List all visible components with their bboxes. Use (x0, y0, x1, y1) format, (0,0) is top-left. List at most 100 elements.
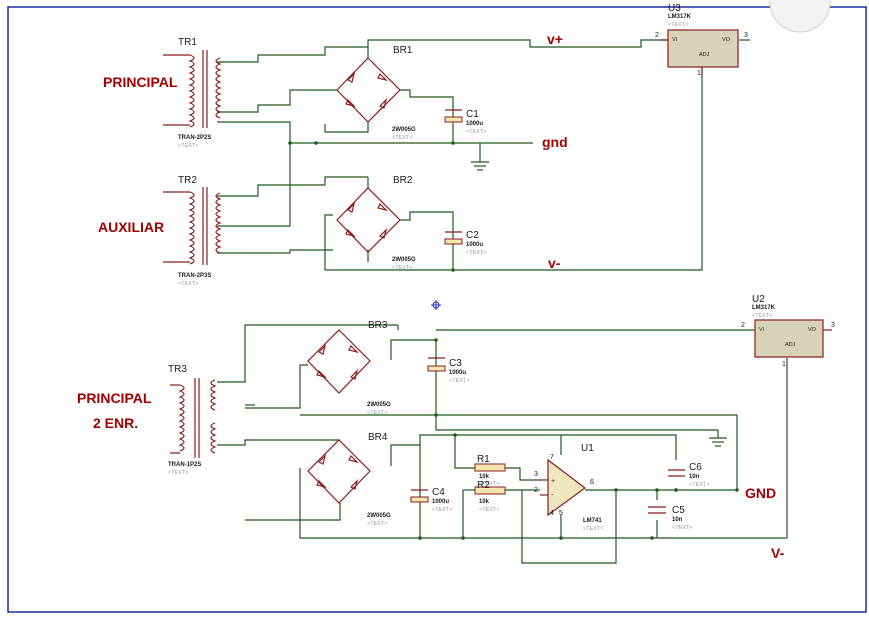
regulator-u2[interactable] (754, 319, 832, 358)
c2-ref: C2 (466, 230, 479, 241)
u3-pin2: 2 (655, 32, 659, 39)
u2-vo: VO (808, 327, 817, 333)
u1-pin2: 2 (534, 487, 538, 494)
c1-text: <TEXT> (466, 129, 486, 135)
u1-pin4: 4 (550, 510, 554, 517)
u1-ref: U1 (581, 443, 594, 454)
net-label-gnd-caps: GND (745, 485, 776, 501)
u2-ref: U2 (752, 294, 765, 305)
regulator-u3[interactable] (660, 29, 739, 75)
r1-text: <TEXT> (479, 481, 499, 487)
c4-value: 1000u (432, 499, 449, 505)
c6-value: 10n (689, 474, 700, 480)
transformer-tr1[interactable] (163, 50, 222, 128)
br3-text: <TEXT> (367, 410, 387, 416)
opamp-u1[interactable] (540, 458, 587, 517)
transformer-tr3[interactable] (170, 378, 217, 458)
u2-pin3: 3 (831, 322, 835, 329)
capacitor-c1[interactable] (444, 109, 463, 123)
c3-value: 1000u (449, 370, 466, 376)
u2-pin1: 1 (782, 361, 786, 368)
c4-ref: C4 (432, 487, 445, 498)
resistor-r2[interactable] (474, 486, 506, 495)
net-label-2enr: 2 ENR. (93, 415, 138, 431)
net-label-vplus: v+ (547, 31, 563, 47)
br2-text: <TEXT> (392, 265, 412, 271)
r1-ref: R1 (477, 454, 490, 465)
c6-text: <TEXT> (689, 482, 709, 488)
br1-value: 2W005G (392, 127, 416, 133)
bridge-br4[interactable] (307, 439, 371, 504)
capacitor-c6[interactable] (668, 469, 685, 477)
net-label-principal-2: PRINCIPAL (77, 390, 152, 406)
tr3-text: <TEXT> (168, 470, 188, 476)
bridge-br2[interactable] (336, 187, 401, 253)
u1-value: LM741 (583, 518, 602, 524)
br3-ref: BR3 (368, 320, 388, 331)
resistor-r1[interactable] (474, 463, 506, 472)
u1-text: <TEXT> (583, 526, 603, 532)
u1-minus: - (551, 492, 554, 499)
br4-ref: BR4 (368, 432, 388, 443)
u3-text: <TEXT> (668, 22, 688, 28)
net-label-vminus: v- (548, 255, 561, 271)
c1-ref: C1 (466, 109, 479, 120)
u1-pin5: 5 (559, 510, 563, 517)
net-label-auxiliar: AUXILIAR (98, 219, 164, 235)
bridge-br1[interactable] (336, 57, 401, 123)
u2-vi: VI (759, 327, 765, 333)
wires (217, 39, 788, 564)
u3-value: LM317K (668, 14, 692, 20)
br3-value: 2W005G (367, 402, 391, 408)
u1-pin6: 6 (590, 479, 594, 486)
r2-ref: R2 (477, 480, 490, 491)
u3-adj: ADJ (699, 52, 710, 58)
u3-pin3: 3 (744, 32, 748, 39)
capacitor-c2[interactable] (444, 231, 463, 245)
origin-marker (431, 300, 441, 310)
c5-value: 10n (672, 517, 683, 523)
u3-pin1: 1 (697, 70, 701, 77)
tr2-value: TRAN-2P3S (178, 273, 211, 279)
br2-value: 2W005G (392, 257, 416, 263)
tr3-ref: TR3 (168, 364, 187, 375)
ground-symbol-2 (709, 437, 727, 447)
c4-text: <TEXT> (432, 507, 452, 513)
u3-vi: VI (672, 37, 678, 43)
junctions (288, 141, 739, 540)
br4-text: <TEXT> (367, 521, 387, 527)
net-label-principal: PRINCIPAL (103, 74, 178, 90)
r2-value: 10k (479, 499, 490, 505)
c3-ref: C3 (449, 358, 462, 369)
c5-text: <TEXT> (672, 525, 692, 531)
c1-value: 1000u (466, 121, 483, 127)
c2-text: <TEXT> (466, 250, 486, 256)
c6-ref: C6 (689, 462, 702, 473)
r2-text: <TEXT> (479, 507, 499, 513)
transformer-tr2[interactable] (163, 187, 222, 265)
capacitor-c4[interactable] (410, 489, 429, 503)
u2-pin2: 2 (741, 322, 745, 329)
u2-adj: ADJ (785, 342, 796, 348)
bridge-br3[interactable] (307, 329, 371, 394)
tr1-text: <TEXT> (178, 143, 198, 149)
u1-pin7: 7 (550, 454, 554, 461)
c2-value: 1000u (466, 242, 483, 248)
capacitor-c3[interactable] (427, 357, 446, 372)
c5-ref: C5 (672, 505, 685, 516)
br1-text: <TEXT> (392, 135, 412, 141)
u3-ref: U3 (668, 3, 681, 14)
u1-pin3: 3 (534, 471, 538, 478)
c3-text: <TEXT> (449, 378, 469, 384)
tr1-ref: TR1 (178, 37, 197, 48)
u2-value: LM317K (752, 305, 776, 311)
tr2-text: <TEXT> (178, 281, 198, 287)
capacitor-c5[interactable] (648, 506, 666, 514)
r1-value: 10k (479, 474, 490, 480)
u1-plus: + (551, 478, 555, 485)
net-label-vminus-caps: V- (771, 545, 785, 561)
br2-ref: BR2 (393, 175, 413, 186)
tr2-ref: TR2 (178, 175, 197, 186)
